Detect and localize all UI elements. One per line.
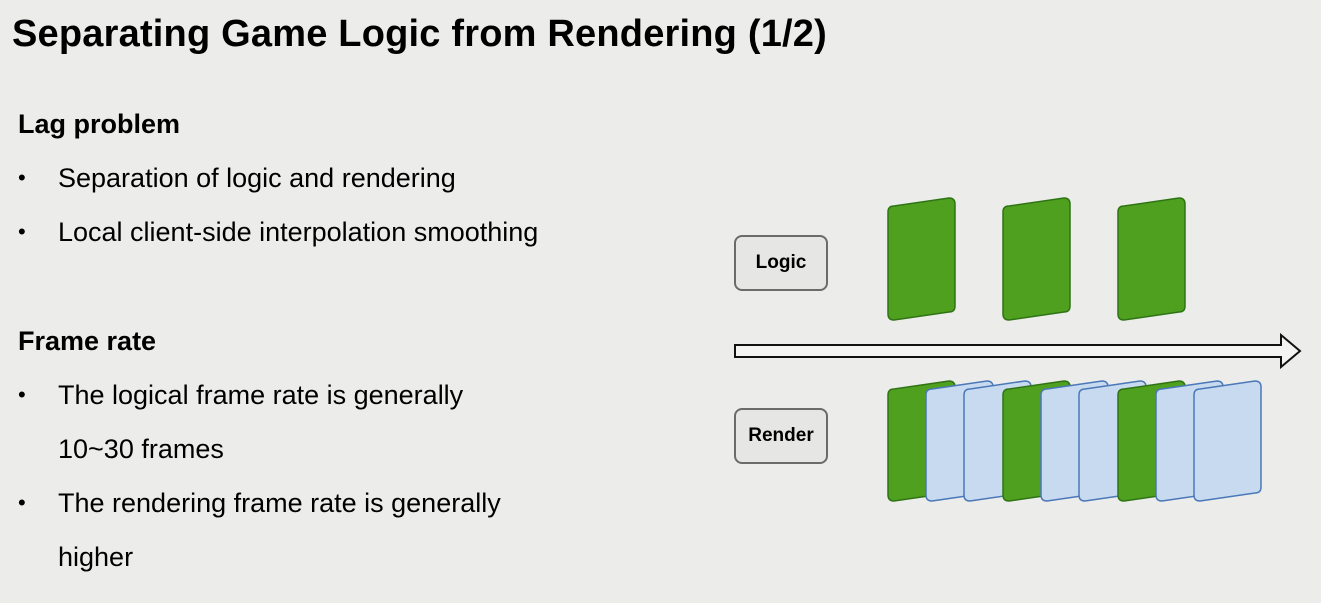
- bullet-marker: •: [18, 490, 26, 515]
- logic-frame: [887, 197, 956, 321]
- bullet-text-continued: 10~30 frames: [58, 434, 224, 464]
- bullet-interpolation-smoothing: • Local client-side interpolation smooth…: [18, 205, 538, 259]
- bullet-text: The logical frame rate is generally: [58, 380, 464, 410]
- logic-label: Logic: [755, 252, 807, 273]
- bullet-text-continued: higher: [58, 542, 134, 572]
- logic-frames-row: [887, 197, 1186, 321]
- logic-frame: [1117, 197, 1186, 321]
- frame-rate-heading: Frame rate: [18, 326, 157, 356]
- bullet-rendering-frame-rate: • The rendering frame rate is generally …: [18, 476, 501, 584]
- bullet-text: The rendering frame rate is generally: [58, 488, 501, 518]
- time-arrow: [734, 332, 1302, 370]
- logic-label-box: Logic: [734, 235, 828, 291]
- lag-problem-list: • Separation of logic and rendering • Lo…: [18, 151, 538, 259]
- render-frames-row: [887, 380, 1262, 502]
- slide-title: Separating Game Logic from Rendering (1/…: [12, 13, 827, 55]
- render-label: Render: [748, 425, 814, 446]
- render-label-box: Render: [734, 408, 828, 464]
- bullet-marker: •: [18, 382, 26, 407]
- frame-rate-list: • The logical frame rate is generally 10…: [18, 368, 501, 584]
- bullet-marker: •: [18, 219, 26, 244]
- bullet-text: Separation of logic and rendering: [58, 163, 456, 193]
- logic-frame: [1002, 197, 1071, 321]
- bullet-marker: •: [18, 165, 26, 190]
- render-frame: [1193, 380, 1262, 502]
- bullet-logical-frame-rate: • The logical frame rate is generally 10…: [18, 368, 501, 476]
- bullet-separation-logic-rendering: • Separation of logic and rendering: [18, 151, 538, 205]
- bullet-text: Local client-side interpolation smoothin…: [58, 217, 539, 247]
- lag-problem-heading: Lag problem: [18, 109, 181, 139]
